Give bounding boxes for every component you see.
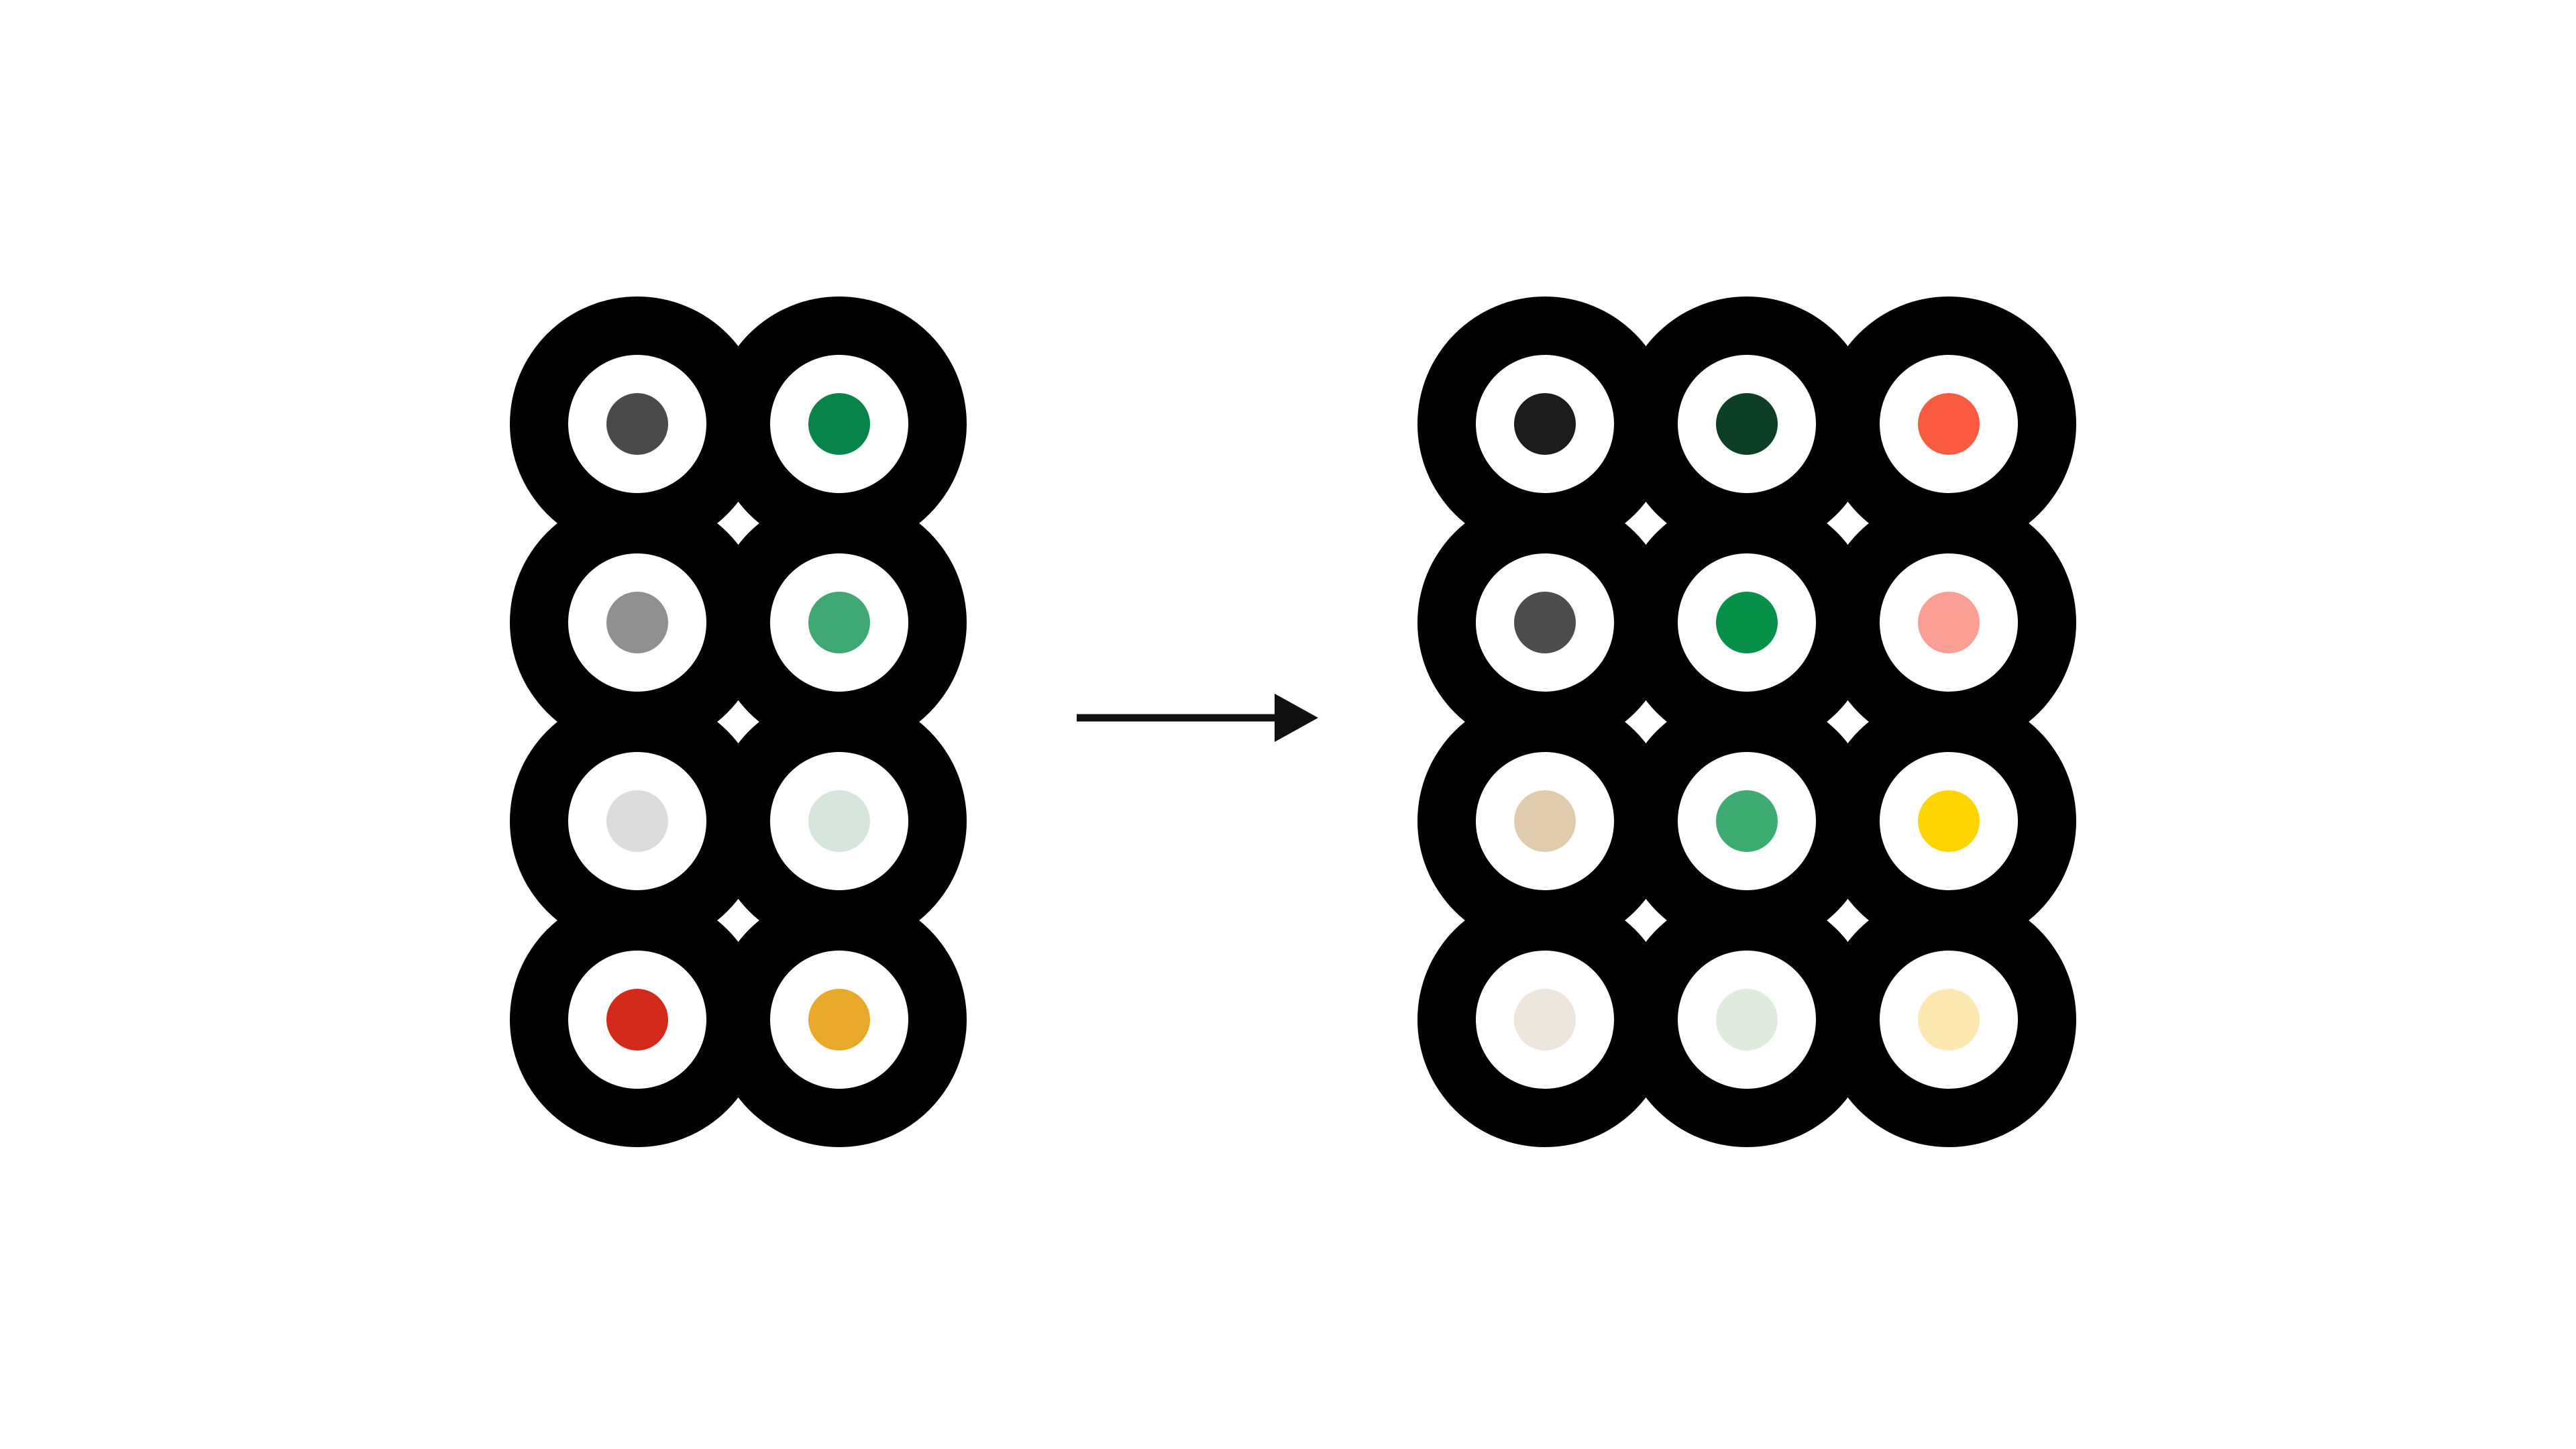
swatch-salmon[interactable] bbox=[1918, 592, 1980, 653]
swatch-golden-yellow[interactable] bbox=[1918, 790, 1980, 852]
swatch-cell[interactable] bbox=[1476, 951, 1614, 1089]
source-grid-canvas bbox=[510, 297, 967, 1147]
swatch-pale-mint[interactable] bbox=[1716, 989, 1778, 1051]
swatch-red[interactable] bbox=[606, 989, 668, 1051]
swatch-cell[interactable] bbox=[1476, 553, 1614, 692]
swatch-cell[interactable] bbox=[568, 553, 706, 692]
swatch-cell[interactable] bbox=[770, 951, 908, 1089]
swatch-cell[interactable] bbox=[770, 752, 908, 890]
transformation-arrow bbox=[1070, 687, 1325, 749]
arrow-shaft bbox=[1077, 714, 1276, 722]
swatch-tomato[interactable] bbox=[1918, 393, 1980, 455]
swatch-cell[interactable] bbox=[568, 355, 706, 493]
swatch-green[interactable] bbox=[808, 393, 870, 455]
result-grid-canvas bbox=[1417, 297, 2076, 1147]
swatch-cell[interactable] bbox=[1678, 951, 1816, 1089]
swatch-tan[interactable] bbox=[1514, 790, 1576, 852]
swatch-pale-mint[interactable] bbox=[808, 790, 870, 852]
swatch-green[interactable] bbox=[1716, 592, 1778, 653]
swatch-amber[interactable] bbox=[808, 989, 870, 1051]
swatch-dark-green[interactable] bbox=[1716, 393, 1778, 455]
swatch-cell[interactable] bbox=[1880, 951, 2018, 1089]
arrow-icon bbox=[1077, 694, 1318, 742]
swatch-cell[interactable] bbox=[1476, 355, 1614, 493]
swatch-cell[interactable] bbox=[1880, 553, 2018, 692]
swatch-cell[interactable] bbox=[770, 553, 908, 692]
swatch-cell[interactable] bbox=[1678, 752, 1816, 890]
swatch-eggshell[interactable] bbox=[1514, 989, 1576, 1051]
swatch-cell[interactable] bbox=[1678, 553, 1816, 692]
swatch-cell[interactable] bbox=[1880, 355, 2018, 493]
swatch-mid-gray[interactable] bbox=[606, 592, 668, 653]
swatch-sea-green[interactable] bbox=[808, 592, 870, 653]
swatch-dark-gray[interactable] bbox=[1514, 592, 1576, 653]
swatch-cell[interactable] bbox=[1476, 752, 1614, 890]
result-grid-panel bbox=[1417, 297, 2076, 1147]
swatch-light-gray[interactable] bbox=[606, 790, 668, 852]
swatch-cell[interactable] bbox=[1678, 355, 1816, 493]
swatch-cell[interactable] bbox=[568, 752, 706, 890]
swatch-cell[interactable] bbox=[1880, 752, 2018, 890]
swatch-cell[interactable] bbox=[770, 355, 908, 493]
source-grid-panel bbox=[510, 297, 967, 1147]
swatch-near-black[interactable] bbox=[1514, 393, 1576, 455]
swatch-cell[interactable] bbox=[568, 951, 706, 1089]
swatch-dark-gray[interactable] bbox=[606, 393, 668, 455]
arrow-head bbox=[1275, 694, 1318, 742]
swatch-pale-yellow[interactable] bbox=[1918, 989, 1980, 1051]
swatch-sea-green[interactable] bbox=[1716, 790, 1778, 852]
